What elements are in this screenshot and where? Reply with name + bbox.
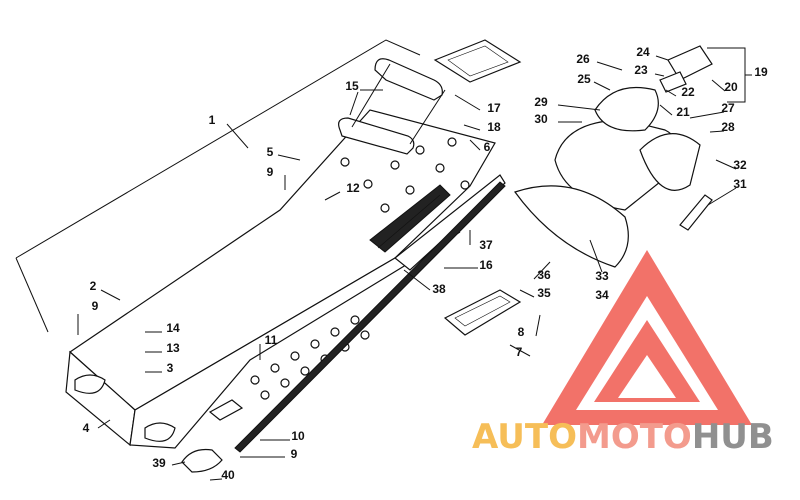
tunnel-assembly — [65, 109, 506, 449]
part-number-label: 7 — [516, 345, 523, 359]
decal-pad — [433, 39, 522, 83]
part-number-label: 14 — [166, 321, 180, 335]
watermark-text-moto: MOTO — [577, 417, 692, 457]
part-number-label: 12 — [346, 181, 360, 195]
part-number-label: 10 — [291, 429, 305, 443]
part-number-label: 9 — [291, 447, 298, 461]
part-number-label: 20 — [724, 80, 738, 94]
part-number-label: 15 — [345, 79, 359, 93]
part-number-label: 31 — [733, 177, 747, 191]
rear-panel — [514, 185, 629, 268]
assembly-bracket-19 — [707, 47, 752, 103]
part-number-label: 11 — [265, 333, 278, 347]
part-number-label: 1 — [209, 113, 216, 127]
part-number-label: 37 — [479, 238, 493, 252]
part-number-label: 9 — [92, 299, 99, 313]
part-number-label: 30 — [534, 112, 548, 126]
part-number-label: 40 — [221, 468, 235, 482]
part-number-label: 2 — [90, 279, 97, 293]
svg-text:AUTOMOTOHUB: AUTOMOTOHUB — [472, 417, 774, 457]
tunnel-decal — [369, 184, 451, 253]
part-number-label: 35 — [537, 286, 551, 300]
part-number-label: 18 — [487, 120, 501, 134]
part-number-label: 25 — [577, 72, 591, 86]
part-number-label: 17 — [487, 101, 501, 115]
watermark: AUTOMOTOHUB — [472, 250, 774, 457]
tail-light — [659, 45, 713, 93]
part-number-label: 3 — [167, 361, 174, 375]
part-number-label: 32 — [733, 158, 747, 172]
part-number-label: 6 — [484, 140, 491, 154]
part-number-label: 19 — [754, 65, 768, 79]
part-number-label: 28 — [721, 120, 735, 134]
part-number-label: 39 — [152, 456, 166, 470]
part-number-label: 29 — [534, 95, 548, 109]
part-number-label: 8 — [518, 325, 525, 339]
part-number-label: 5 — [267, 145, 274, 159]
rail — [234, 181, 506, 453]
part-number-label: 21 — [676, 105, 690, 119]
watermark-logo-icon — [542, 250, 752, 425]
part-number-label: 24 — [636, 45, 650, 59]
part-number-label: 38 — [432, 282, 446, 296]
seat-assembly — [554, 86, 701, 211]
part-number-label: 27 — [721, 101, 735, 115]
part-number-label: 23 — [634, 63, 648, 77]
part-number-label: 34 — [595, 288, 609, 302]
assembly-bracket-1 — [15, 39, 421, 333]
part-number-label: 26 — [576, 52, 590, 66]
part-number-label: 22 — [681, 85, 695, 99]
part-number-label: 4 — [83, 421, 90, 435]
part-number-label: 33 — [595, 269, 609, 283]
part-number-label: 13 — [166, 341, 180, 355]
part-number-label: 36 — [537, 268, 551, 282]
grab-bar — [338, 58, 446, 155]
watermark-text-hub: HUB — [692, 417, 774, 457]
part-number-label: 16 — [479, 258, 493, 272]
part-number-label: 9 — [267, 165, 274, 179]
skid-plate — [443, 289, 522, 336]
reflector — [679, 194, 713, 231]
watermark-text-auto: AUTO — [472, 417, 577, 457]
leader-lines — [77, 55, 737, 481]
bumper — [181, 448, 223, 473]
